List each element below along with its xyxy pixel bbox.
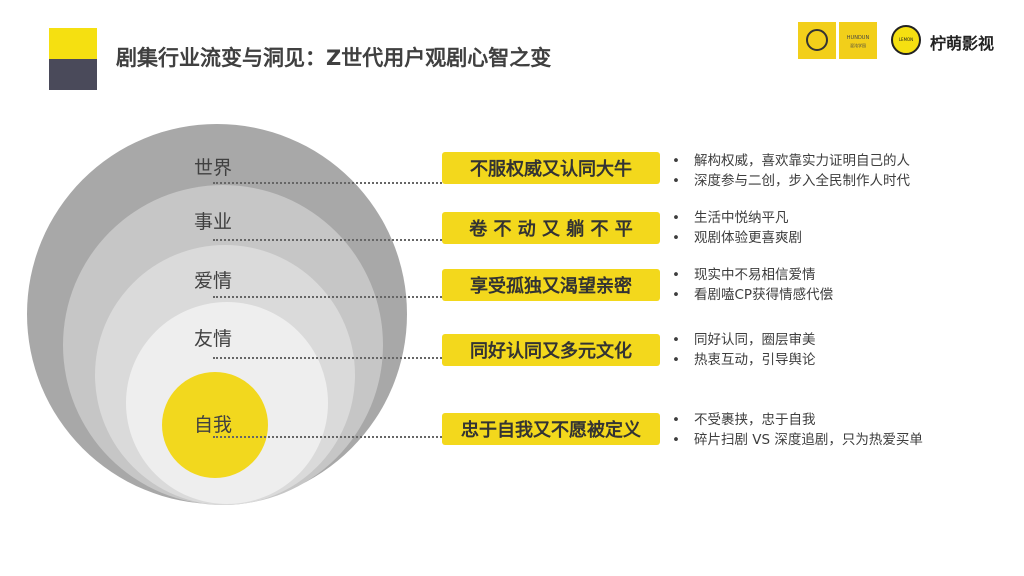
- hundun-logo-text: HUNDUN: [846, 35, 870, 41]
- lemon-logo-text: LEMON: [898, 37, 914, 42]
- leader-line-world: [213, 182, 442, 184]
- list-item: • 不受裹挟，忠于自我: [670, 410, 923, 430]
- layer-label-world: 世界: [194, 157, 233, 179]
- bullet-list-career: • 生活中悦纳平凡 • 观剧体验更喜爽剧: [670, 208, 802, 248]
- layer-label-friendship: 友情: [194, 328, 233, 350]
- bullet-icon: •: [672, 332, 680, 348]
- bullet-icon: •: [672, 287, 680, 303]
- hundun-logo-subtext: 混沌学园: [850, 43, 866, 48]
- bullet-icon: •: [672, 173, 680, 189]
- bullet-icon: •: [672, 432, 680, 448]
- leader-line-friendship: [213, 357, 442, 359]
- trait-pill-love: 享受孤独又渴望亲密: [442, 269, 660, 301]
- bullet-list-world: • 解构权威，喜欢靠实力证明自己的人 • 深度参与二创，步入全民制作人时代: [670, 151, 910, 191]
- page-title: 剧集行业流变与洞见：Z世代用户观剧心智之变: [116, 46, 552, 70]
- list-item: • 碎片扫剧 VS 深度追剧，只为热爱买单: [670, 430, 923, 450]
- hundun-logo-icon: HUNDUN 混沌学园: [839, 22, 877, 59]
- bullet-list-self: • 不受裹挟，忠于自我 • 碎片扫剧 VS 深度追剧，只为热爱买单: [670, 410, 923, 450]
- bullet-icon: •: [672, 210, 680, 226]
- title-accent-dark: [49, 59, 97, 90]
- trait-pill-world: 不服权威又认同大牛: [442, 152, 660, 184]
- trait-pill-career: 卷 不 动 又 躺 不 平: [442, 212, 660, 244]
- bullet-text: 同好认同，圈层审美: [694, 332, 816, 348]
- bullet-text: 看剧嗑CP获得情感代偿: [694, 287, 834, 303]
- bullet-text: 观剧体验更喜爽剧: [694, 230, 802, 246]
- leader-line-career: [213, 239, 442, 241]
- bullet-text: 不受裹挟，忠于自我: [694, 412, 816, 428]
- bullet-text: 热衷互动，引导舆论: [694, 352, 816, 368]
- leader-line-love: [213, 296, 442, 298]
- bullet-text: 解构权威，喜欢靠实力证明自己的人: [694, 153, 910, 169]
- bullet-icon: •: [672, 267, 680, 283]
- layer-label-self: 自我: [194, 414, 233, 436]
- bullet-icon: •: [672, 153, 680, 169]
- list-item: • 热衷互动，引导舆论: [670, 350, 816, 370]
- brand-name: 柠萌影视: [930, 34, 995, 53]
- layer-label-love: 爱情: [194, 270, 233, 292]
- bullet-text: 现实中不易相信爱情: [694, 267, 816, 283]
- trait-pill-friendship: 同好认同又多元文化: [442, 334, 660, 366]
- bullet-icon: •: [672, 230, 680, 246]
- list-item: • 生活中悦纳平凡: [670, 208, 802, 228]
- list-item: • 深度参与二创，步入全民制作人时代: [670, 171, 910, 191]
- layer-label-career: 事业: [194, 211, 233, 233]
- circle-logo-icon: [806, 29, 828, 51]
- bullet-list-love: • 现实中不易相信爱情 • 看剧嗑CP获得情感代偿: [670, 265, 833, 305]
- lemon-logo-icon: LEMON: [891, 25, 921, 55]
- title-accent-yellow: [49, 28, 97, 59]
- partner-logo-icon: [798, 22, 836, 59]
- bullet-icon: •: [672, 412, 680, 428]
- list-item: • 看剧嗑CP获得情感代偿: [670, 285, 833, 305]
- list-item: • 同好认同，圈层审美: [670, 330, 816, 350]
- list-item: • 现实中不易相信爱情: [670, 265, 833, 285]
- bullet-list-friendship: • 同好认同，圈层审美 • 热衷互动，引导舆论: [670, 330, 816, 370]
- list-item: • 解构权威，喜欢靠实力证明自己的人: [670, 151, 910, 171]
- circle-self: [162, 372, 268, 478]
- bullet-icon: •: [672, 352, 680, 368]
- bullet-text: 碎片扫剧 VS 深度追剧，只为热爱买单: [694, 432, 923, 448]
- list-item: • 观剧体验更喜爽剧: [670, 228, 802, 248]
- leader-line-self: [213, 436, 442, 438]
- trait-pill-self: 忠于自我又不愿被定义: [442, 413, 660, 445]
- bullet-text: 生活中悦纳平凡: [694, 210, 789, 226]
- bullet-text: 深度参与二创，步入全民制作人时代: [694, 173, 910, 189]
